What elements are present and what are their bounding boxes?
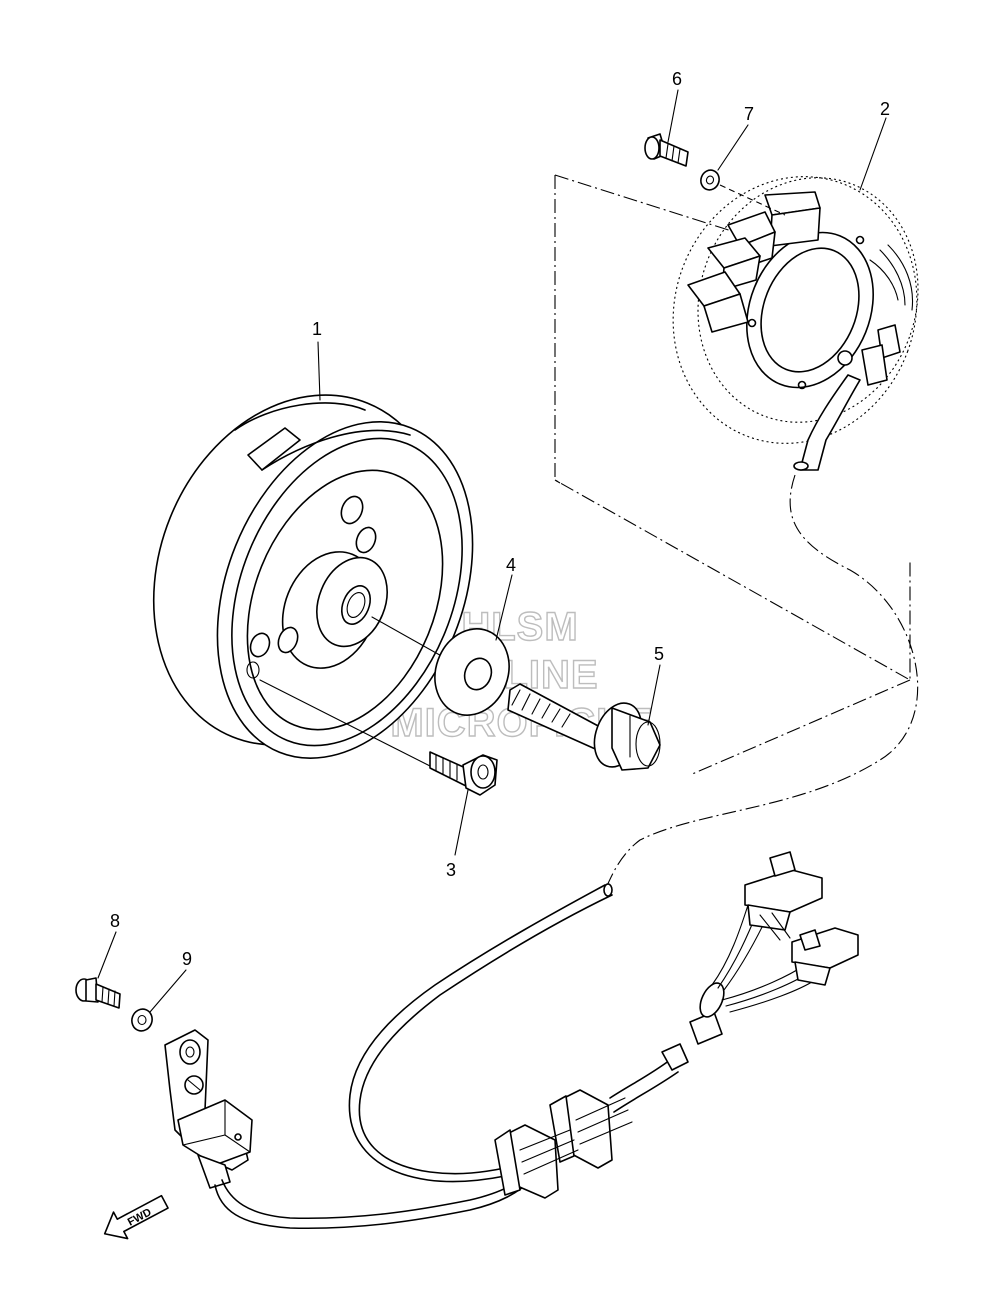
callout-9: 9	[182, 949, 192, 969]
callout-6: 6	[672, 69, 682, 89]
washer-icon	[371, 616, 510, 716]
callout-5: 5	[654, 644, 664, 664]
pickup-washer-icon	[131, 1008, 153, 1032]
fwd-label: FWD	[126, 1206, 154, 1228]
pickup-screw-icon	[75, 977, 121, 1009]
callout-2: 2	[880, 99, 890, 119]
callouts: 1 2 3 4 5 6 7 8 9	[97, 69, 890, 1013]
flywheel-rotor-icon	[152, 394, 474, 759]
stator-coil-icon	[672, 176, 919, 471]
callout-1: 1	[312, 319, 322, 339]
callout-7: 7	[744, 104, 754, 124]
wire-harness-icon	[348, 883, 816, 1199]
rotor-screw-icon	[259, 679, 498, 796]
callout-3: 3	[446, 860, 456, 880]
callout-8: 8	[110, 911, 120, 931]
pickup-coil-icon	[164, 1029, 253, 1189]
stator-screw-icon	[644, 133, 689, 167]
pickup-wire	[214, 1179, 531, 1230]
connector-upper-icon	[744, 851, 823, 941]
flange-bolt-icon	[507, 683, 661, 771]
fwd-arrow-icon: FWD	[103, 1194, 169, 1240]
stator-wire-route	[604, 474, 919, 891]
stator-washer-icon	[700, 169, 786, 216]
connector-lower-icon	[791, 927, 859, 986]
assembly-guide-lines	[554, 174, 911, 776]
callout-4: 4	[506, 555, 516, 575]
